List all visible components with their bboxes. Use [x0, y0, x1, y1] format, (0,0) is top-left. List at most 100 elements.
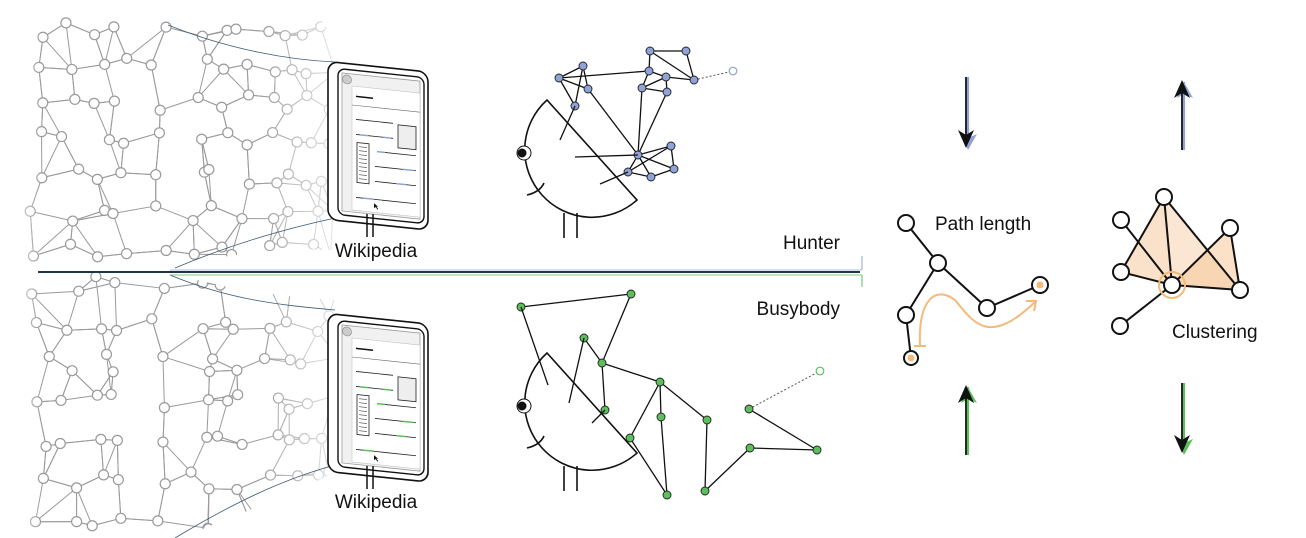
wiki-logo-icon — [342, 74, 352, 85]
cluster-node-focal — [1163, 276, 1181, 294]
visited-node — [644, 66, 654, 76]
network-edge — [601, 362, 606, 411]
bird-head — [523, 351, 639, 472]
next-node — [728, 66, 738, 76]
visited-node — [645, 46, 655, 56]
path-arrow — [918, 293, 1036, 347]
visited-node — [744, 404, 754, 414]
cluster-node — [1221, 219, 1239, 237]
network-edge — [558, 77, 576, 107]
busybody-network — [516, 289, 825, 500]
cursor-icon — [374, 203, 379, 210]
cluster-node — [1155, 188, 1173, 206]
busybody-bird — [516, 351, 639, 491]
network-edge — [659, 381, 708, 421]
path-node — [897, 214, 915, 232]
path-node — [929, 254, 947, 272]
wiki-logo-icon — [342, 326, 352, 337]
visited-node — [669, 164, 679, 174]
visited-node — [745, 443, 755, 453]
cursor-icon — [374, 455, 379, 462]
network-edge — [601, 362, 661, 383]
visited-node — [625, 433, 635, 443]
busybody-label: Busybody — [757, 299, 841, 320]
network-edge — [665, 76, 695, 81]
hunter-label: Hunter — [783, 233, 841, 254]
path-node — [978, 299, 996, 317]
visited-node — [583, 84, 593, 94]
network-edge — [558, 70, 650, 79]
network-edge — [558, 65, 584, 79]
bird-smile — [526, 435, 545, 449]
visited-node — [662, 490, 672, 500]
busybody-path-length-arrow — [958, 385, 977, 455]
visited-node — [626, 289, 636, 299]
visited-node — [597, 358, 607, 368]
hunter-network — [554, 46, 738, 185]
network-edge — [629, 381, 661, 439]
cluster-node — [1112, 211, 1130, 229]
network-edge — [685, 50, 695, 81]
visited-node — [646, 172, 656, 182]
wikipedia-label-bottom: Wikipedia — [335, 492, 418, 513]
path-length-label: Path length — [935, 214, 1031, 235]
wikipedia-kiosk-bottom — [327, 313, 429, 489]
hunter-clustering-arrow — [1174, 80, 1193, 150]
visited-node — [700, 486, 710, 496]
next-link — [748, 370, 821, 410]
visited-node — [655, 377, 665, 387]
next-link — [693, 70, 734, 81]
cluster-node — [1231, 281, 1249, 299]
focal-node-highlight — [1158, 271, 1186, 299]
visited-node — [681, 46, 691, 56]
network-edge — [627, 145, 672, 173]
visited-node — [666, 141, 676, 151]
funnel-curve-bottom-upper — [169, 274, 336, 311]
funnel-curve-bottom-lower — [174, 464, 336, 538]
wikipedia-kiosk-top — [327, 61, 429, 237]
bird-head — [523, 98, 639, 219]
network-edge — [520, 293, 632, 308]
visited-node — [689, 75, 699, 85]
network-edge — [649, 50, 695, 81]
visited-node — [662, 87, 672, 97]
funnel-curve-top-upper — [167, 24, 336, 63]
network-edge — [704, 419, 708, 492]
network-edge — [574, 65, 584, 107]
cluster-node — [1112, 263, 1130, 281]
visited-node — [656, 412, 666, 422]
visited-node — [812, 445, 822, 455]
visited-node — [578, 61, 588, 71]
hunter-bird — [516, 98, 639, 238]
network-edge — [659, 381, 662, 418]
network-edge — [637, 145, 672, 156]
bird-smile — [526, 182, 545, 196]
wikipedia-label-top: Wikipedia — [335, 241, 418, 262]
network-edge — [748, 408, 818, 451]
cluster-node — [1111, 317, 1129, 335]
network-edge — [601, 293, 632, 364]
hunter-path-length-arrow — [958, 77, 977, 150]
path-length-illustration: Path length — [897, 214, 1049, 366]
network-edge — [587, 88, 639, 156]
visited-node — [554, 73, 564, 83]
network-edge — [629, 437, 668, 496]
network-edge — [637, 87, 643, 156]
network-edge — [660, 416, 668, 496]
network-edge — [637, 91, 668, 156]
network-fade — [0, 0, 345, 538]
funnel-curve-top-lower — [174, 217, 336, 269]
network-edge — [558, 77, 589, 90]
visited-node — [661, 72, 671, 82]
visited-node — [637, 83, 647, 93]
network-edge — [704, 447, 751, 492]
network-edge — [749, 447, 818, 451]
visited-node — [702, 415, 712, 425]
network-edge — [637, 154, 675, 170]
clustering-illustration: Clustering — [1111, 188, 1258, 343]
busybody-clustering-arrow — [1174, 383, 1193, 455]
network-edge — [583, 337, 603, 364]
path-node — [897, 306, 915, 324]
next-node — [815, 366, 825, 376]
